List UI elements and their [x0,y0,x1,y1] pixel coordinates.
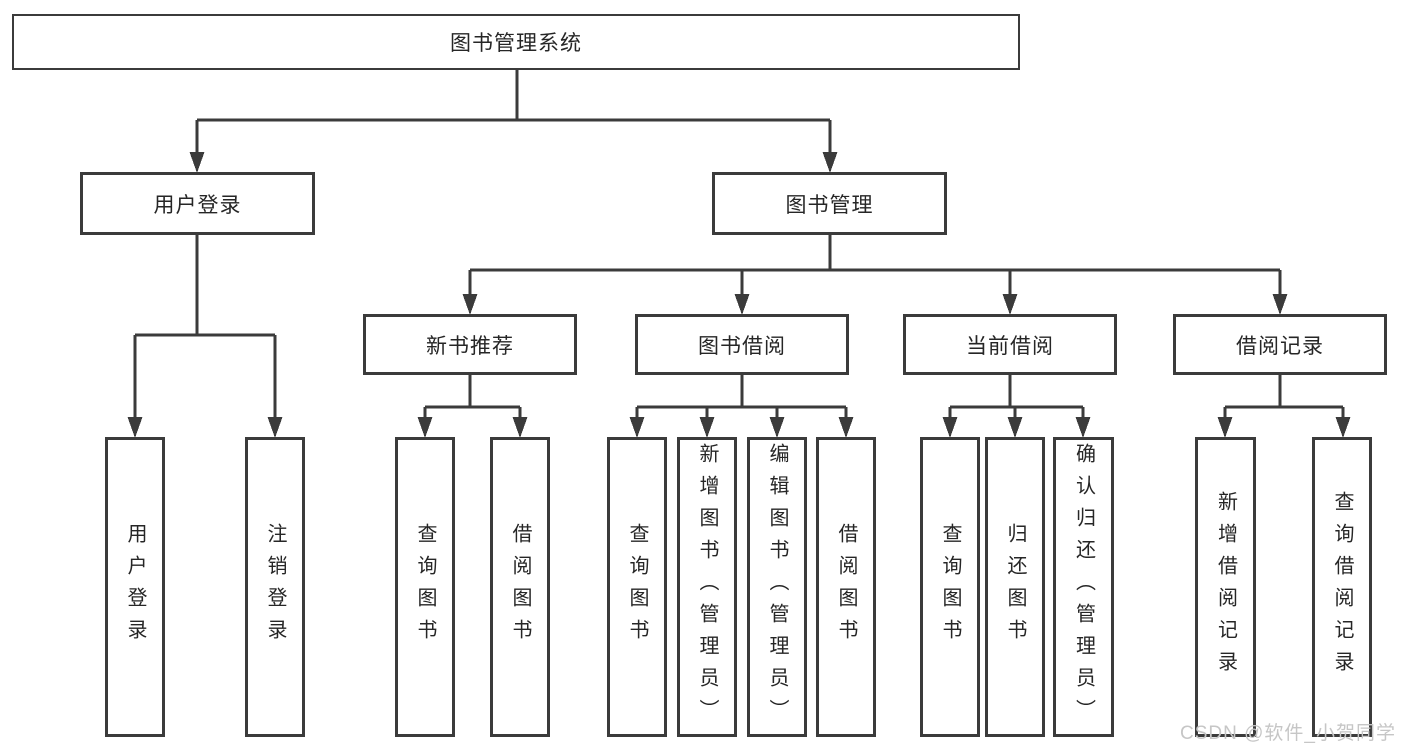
leaf-br-add-borrow-record: 新增借阅记录 [1195,437,1256,737]
node-label: 图书管理系统 [450,32,582,55]
node-label: 新增图书（管理员） [696,443,718,731]
node-label: 当前借阅 [966,334,1054,358]
node-book-borrow: 图书借阅 [635,314,849,375]
node-label: 借阅图书 [835,523,857,651]
leaf-cb-query-books: 查询图书 [920,437,980,737]
leaf-nb-query-books: 查询图书 [395,437,455,737]
leaf-br-query-borrow-record: 查询借阅记录 [1312,437,1372,737]
leaf-bb-borrow-books: 借阅图书 [816,437,876,737]
node-label: 新书推荐 [426,334,514,358]
node-label: 用户登录 [124,523,146,651]
connector-book-borrow-children [629,375,854,438]
node-label: 查询借阅记录 [1331,491,1353,683]
node-borrow-records: 借阅记录 [1173,314,1387,375]
leaf-bb-add-books-admin: 新增图书（管理员） [677,437,737,737]
node-label: 查询图书 [939,523,961,651]
node-label: 图书管理 [785,193,874,217]
node-current-borrow: 当前借阅 [903,314,1117,375]
leaf-bb-edit-books-admin: 编辑图书（管理员） [747,437,807,737]
node-user-login: 用户登录 [80,172,315,235]
node-library-system: 图书管理系统 [12,14,1020,70]
node-book-management: 图书管理 [712,172,947,235]
node-label: 新增借阅记录 [1214,491,1237,683]
node-label: 查询图书 [626,523,648,651]
connector-root-to-level2 [189,70,838,173]
node-label: 注销登录 [264,523,286,651]
connector-borrow-records-children [1217,375,1351,438]
leaf-cb-confirm-return-admin: 确认归还（管理员） [1053,437,1114,737]
node-label: 归还图书 [1004,523,1026,651]
node-label: 用户登录 [153,193,242,217]
connector-user-login-children [127,235,283,438]
leaf-cb-return-books: 归还图书 [985,437,1045,737]
node-label: 图书借阅 [698,334,786,358]
node-label: 确认归还（管理员） [1072,443,1095,731]
leaf-bb-query-books: 查询图书 [607,437,667,737]
node-label: 借阅记录 [1236,334,1324,358]
node-label: 借阅图书 [509,523,531,651]
node-label: 编辑图书（管理员） [766,443,788,731]
leaf-logout: 注销登录 [245,437,305,737]
node-new-book-recommend: 新书推荐 [363,314,577,375]
connector-new-book-children [417,375,528,438]
node-label: 查询图书 [414,523,436,651]
connector-current-borrow-children [942,375,1091,438]
csdn-watermark: CSDN @软件_小贺同学 [1180,723,1396,744]
connector-book-management-children [462,235,1288,315]
leaf-nb-borrow-books: 借阅图书 [490,437,550,737]
leaf-user-login: 用户登录 [105,437,165,737]
